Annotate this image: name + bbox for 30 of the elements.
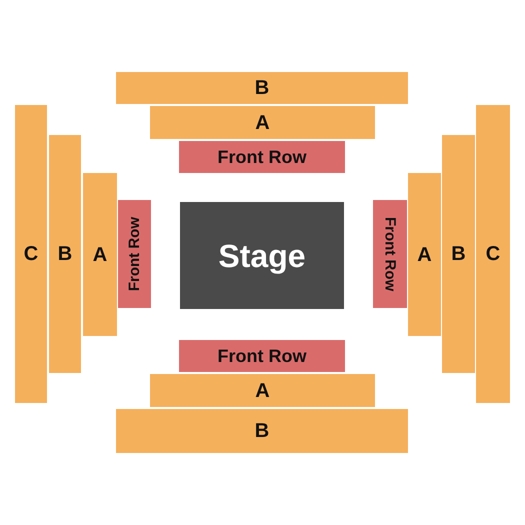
section-label: Front Row	[382, 216, 398, 292]
section-label: C	[486, 244, 500, 264]
front-row-section	[179, 340, 345, 372]
section-label: C	[24, 244, 38, 264]
seating-section	[116, 72, 408, 104]
section-label: B	[58, 244, 72, 264]
section-label: B	[254, 421, 270, 441]
section-label: A	[255, 112, 270, 132]
section-label: B	[254, 78, 270, 98]
section-label: Front Row	[218, 148, 306, 166]
front-row-section	[118, 200, 151, 308]
stage-label: Stage	[218, 240, 306, 272]
seating-section	[442, 135, 475, 373]
seating-section	[150, 106, 375, 139]
section-label: A	[417, 244, 432, 264]
seating-section	[49, 135, 81, 373]
seating-section	[408, 173, 441, 336]
front-row-section	[179, 141, 345, 173]
section-label: B	[451, 244, 466, 264]
section-label: A	[92, 244, 108, 264]
seating-section	[476, 105, 510, 403]
section-label: Front Row	[218, 347, 306, 365]
seating-section	[15, 105, 47, 403]
stage-area	[180, 202, 344, 309]
seating-section	[83, 173, 117, 336]
section-label: Front Row	[127, 216, 142, 292]
front-row-section	[373, 200, 407, 308]
seating-section	[116, 409, 408, 453]
seating-section	[150, 374, 375, 407]
section-label: A	[255, 380, 270, 400]
